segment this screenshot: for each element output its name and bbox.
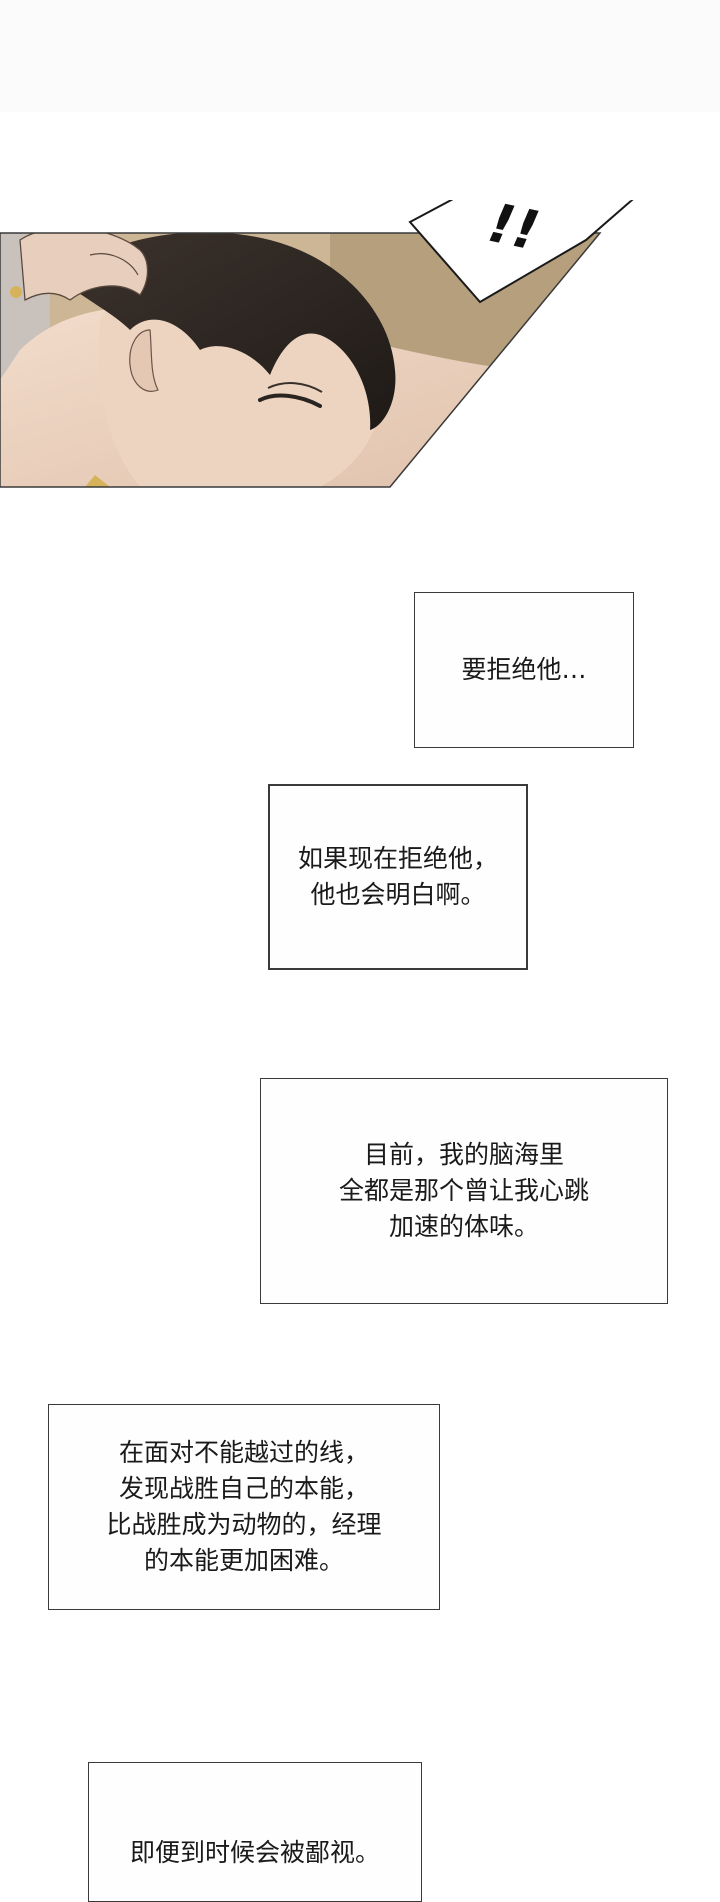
caption-box-5: 即便到时候会被鄙视。 — [88, 1762, 422, 1902]
closed-eye — [258, 393, 322, 408]
caption-box-4: 在面对不能越过的线， 发现战胜自己的本能， 比战胜成为动物的，经理 的本能更加困… — [48, 1404, 440, 1610]
top-band — [0, 0, 720, 112]
sfx-bubble-shape — [408, 200, 634, 304]
illustration-panel: !! — [0, 200, 634, 488]
finger-line — [89, 253, 139, 276]
caption-text-3: 目前，我的脑海里 全都是那个曾让我心跳 加速的体味。 — [338, 1140, 589, 1241]
eyebrow — [267, 382, 323, 393]
caption-box-1: 要拒绝他… — [414, 592, 634, 748]
hand-in-hair — [19, 233, 149, 302]
necklace-highlight — [85, 475, 110, 487]
caption-box-2: 如果现在拒绝他， 他也会明白啊。 — [268, 784, 528, 970]
sfx-bubble: !! — [408, 200, 634, 304]
caption-text-4: 在面对不能越过的线， 发现战胜自己的本能， 比战胜成为动物的，经理 的本能更加困… — [106, 1438, 382, 1575]
ear — [129, 329, 159, 392]
caption-text-5: 即便到时候会被鄙视。 — [129, 1838, 380, 1867]
ring-highlight — [10, 286, 22, 298]
caption-text-1: 要拒绝他… — [461, 655, 587, 684]
caption-text-2: 如果现在拒绝他， 他也会明白啊。 — [297, 844, 498, 909]
panel-border — [0, 232, 602, 488]
caption-box-3: 目前，我的脑海里 全都是那个曾让我心跳 加速的体味。 — [260, 1078, 668, 1304]
